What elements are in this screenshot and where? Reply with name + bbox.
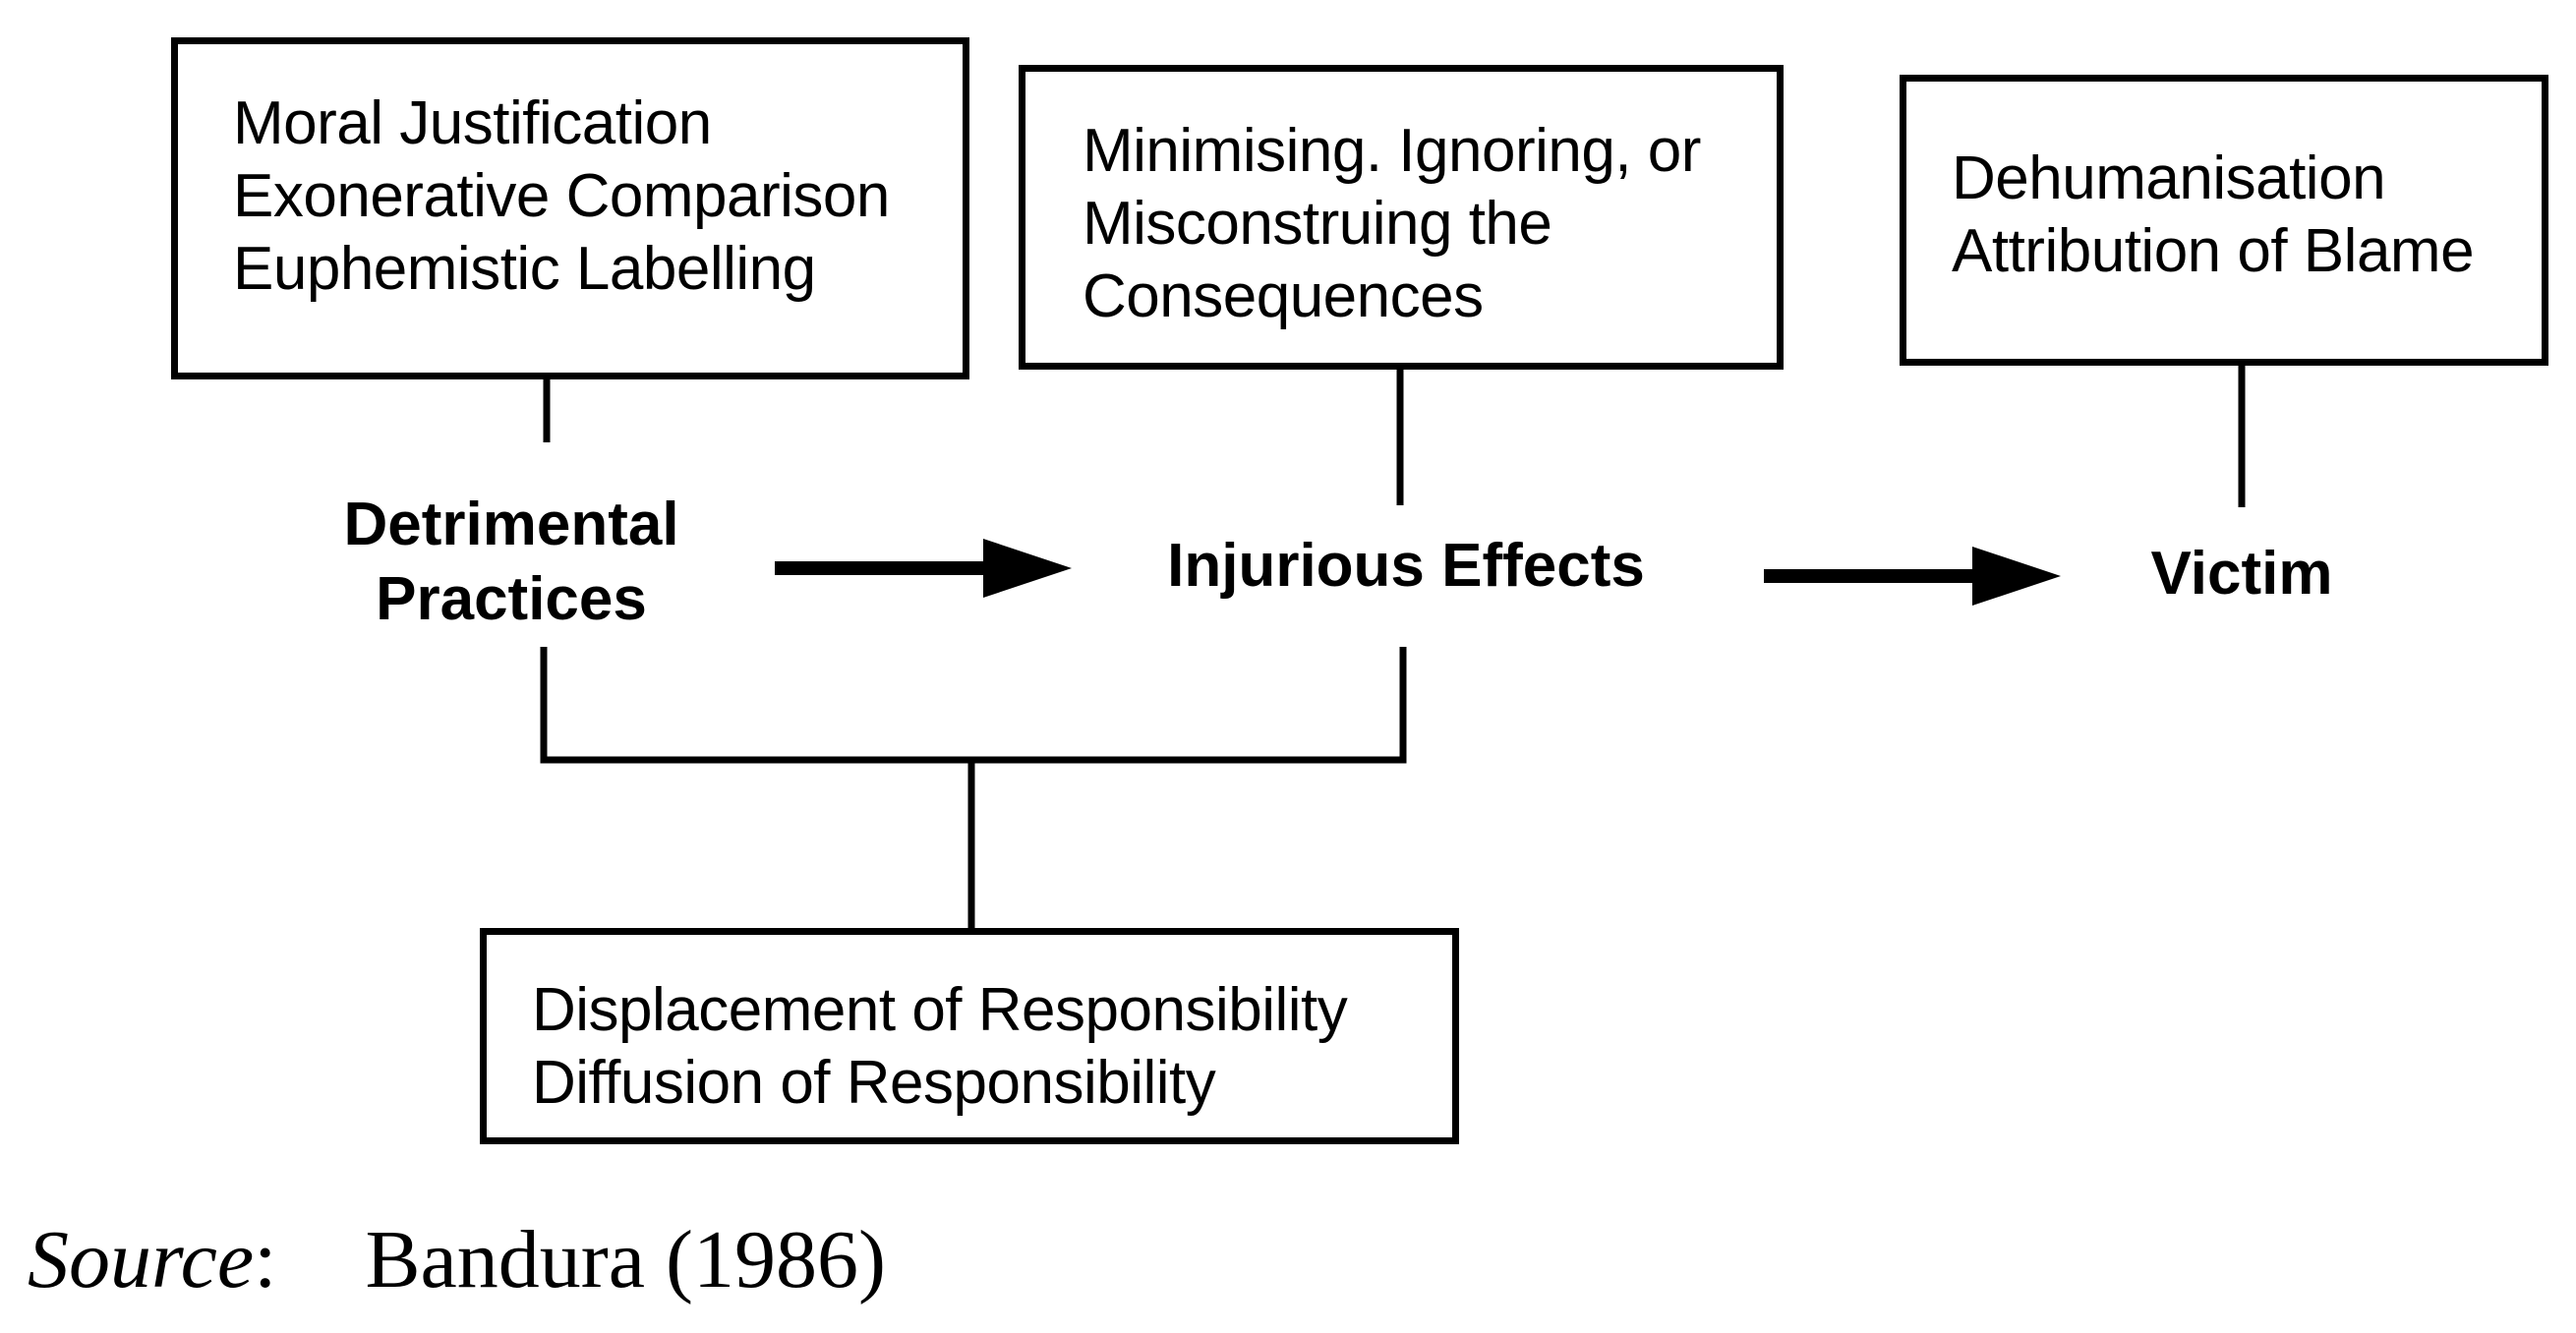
node-line: Practices — [376, 565, 647, 633]
arrow-detrimental-to-injurious — [775, 539, 1072, 598]
box-line: Moral Justification — [233, 89, 712, 157]
source-colon: : — [254, 1214, 277, 1305]
box-line: Misconstruing the — [1083, 190, 1552, 258]
arrow-injurious-to-victim — [1764, 547, 2061, 606]
box-dehumanisation: Dehumanisation Attribution of Blame — [1900, 75, 2548, 366]
box-line: Dehumanisation — [1952, 145, 2386, 212]
box-line: Minimising. Ignoring, or — [1083, 117, 1701, 185]
box-responsibility: Displacement of Responsibility Diffusion… — [480, 928, 1459, 1144]
box-line: Displacement of Responsibility — [532, 976, 1348, 1044]
bracket-detrimental-injurious — [540, 647, 1407, 764]
source-citation: Bandura (1986) — [365, 1214, 886, 1305]
node-injurious-effects: Injurious Effects — [1091, 529, 1721, 604]
source-label: Source — [28, 1214, 255, 1305]
node-victim: Victim — [2094, 537, 2389, 611]
box-line: Diffusion of Responsibility — [532, 1049, 1216, 1117]
box-consequences: Minimising. Ignoring, or Misconstruing t… — [1019, 65, 1784, 370]
box-line: Exonerative Comparison — [233, 162, 890, 230]
node-detrimental-practices: Detrimental Practices — [315, 488, 708, 637]
box-line: Euphemistic Labelling — [233, 235, 816, 303]
box-moral-justification: Moral Justification Exonerative Comparis… — [171, 37, 969, 379]
node-line: Injurious Effects — [1167, 532, 1645, 600]
node-line: Detrimental — [343, 491, 679, 558]
node-line: Victim — [2150, 540, 2333, 608]
box-line: Attribution of Blame — [1952, 217, 2475, 285]
source-caption: Source: Bandura (1986) — [28, 1211, 886, 1309]
box-line: Consequences — [1083, 262, 1484, 330]
